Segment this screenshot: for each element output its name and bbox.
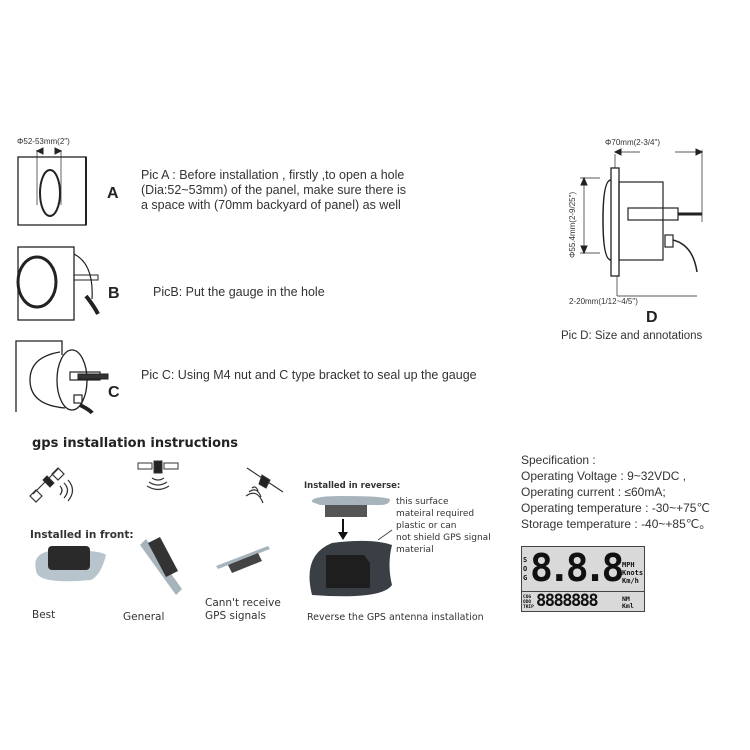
pic-d-caption: Pic D: Size and annotations (561, 330, 703, 342)
satellite-icon-cannot (245, 467, 284, 504)
antenna-general-picture (140, 537, 182, 595)
lcd-letter: G (523, 574, 528, 582)
pic-c-letter: C (108, 384, 120, 401)
pic-a-line: (Dia:52~53mm) of the panel, make sure th… (141, 183, 407, 197)
caption-reverse: Reverse the GPS antenna installation (307, 612, 484, 623)
lcd-lower-label: COG (523, 595, 532, 600)
note-line: this surface (396, 497, 449, 507)
lcd-main-digits: 8.8.8 (530, 546, 624, 590)
note-line: plastic or can (396, 521, 457, 531)
pic-b-letter: B (108, 285, 120, 302)
specification: Specification : Operating Voltage : 9~32… (521, 452, 711, 532)
lcd-sog-label: S O G (523, 556, 527, 583)
antenna-best-picture (35, 546, 106, 582)
surface-material-note: this surface mateiral required plastic o… (396, 496, 491, 556)
pic-a-line: Pic A : Before installation , firstly ,t… (141, 168, 405, 182)
installed-reverse-label: Installed in reverse: (304, 481, 401, 491)
lcd-unit: Knots (622, 569, 644, 577)
lcd-unit: MPH (622, 561, 635, 569)
caption-cannot-receive: Cann't receive GPS signals (205, 597, 281, 623)
lcd-lower-unit: NM (622, 595, 630, 603)
caption-general: General (123, 611, 165, 623)
note-line: mateiral required (396, 509, 475, 519)
pic-d-diameter-dimension: Φ55.4mm(2-9/25") (568, 191, 577, 258)
spec-voltage: Operating Voltage : 9~32VDC , (521, 469, 687, 483)
installed-front-label: Installed in front: (30, 529, 134, 541)
note-line: material (396, 545, 434, 555)
lcd-lower-unit: Kml (622, 602, 634, 610)
caption-line: GPS signals (205, 610, 267, 622)
lcd-lower-labels: COG ODO TRIP (523, 595, 534, 610)
pic-c-description: Pic C: Using M4 nut and C type bracket t… (141, 368, 477, 382)
pic-b-description: PicB: Put the gauge in the hole (153, 285, 325, 299)
satellite-icon-general (137, 460, 179, 491)
lcd-unit: Km/h (622, 577, 639, 585)
pic-d-letter: D (646, 309, 658, 326)
lcd-letter: S (523, 556, 528, 564)
spec-storage-temp: Storage temperature : -40~+85℃。 (521, 517, 712, 531)
pic-d-dimension-drawing (580, 148, 704, 297)
spec-current: Operating current : ≤60mA; (521, 485, 666, 499)
caption-best: Best (32, 609, 56, 621)
pic-a-description: Pic A : Before installation , firstly ,t… (141, 168, 406, 213)
pic-b-gauge-drawing (16, 246, 100, 321)
lcd-display-illustration: S O G 8.8.8 MPH Knots Km/h COG ODO TRIP … (521, 546, 645, 612)
note-line: not shield GPS signal (396, 533, 491, 543)
lcd-lower-label: TRIP (523, 605, 534, 610)
caption-line: Cann't receive (205, 597, 281, 609)
spec-title: Specification : (521, 453, 596, 467)
satellite-icon-best (29, 467, 74, 503)
pic-d-panel-dimension: 2-20mm(1/12~4/5") (569, 297, 638, 306)
gps-section-title: gps installation instructions (32, 436, 239, 451)
lcd-lower-label: ODO (523, 600, 532, 605)
lcd-lower-units: NM Kml (622, 596, 634, 610)
antenna-reverse-picture (309, 496, 393, 597)
pic-a-line: a space with (70mm backyard of panel) as… (141, 198, 401, 212)
spec-operating-temp: Operating temperature : -30~+75℃ (521, 501, 710, 515)
pic-d-depth-dimension: Φ70mm(2-3/4") (605, 138, 661, 147)
pic-a-letter: A (107, 185, 119, 202)
lcd-units: MPH Knots Km/h (622, 561, 643, 585)
pic-c-bracket-drawing (15, 340, 109, 415)
antenna-cannot-picture (216, 546, 270, 573)
lcd-letter: O (523, 565, 528, 573)
lcd-lower-digits: 8888888 (536, 591, 599, 611)
pic-a-panel-drawing (17, 147, 87, 226)
pic-a-hole-dimension: Φ52-53mm(2") (17, 137, 70, 146)
lcd-divider (522, 591, 644, 592)
